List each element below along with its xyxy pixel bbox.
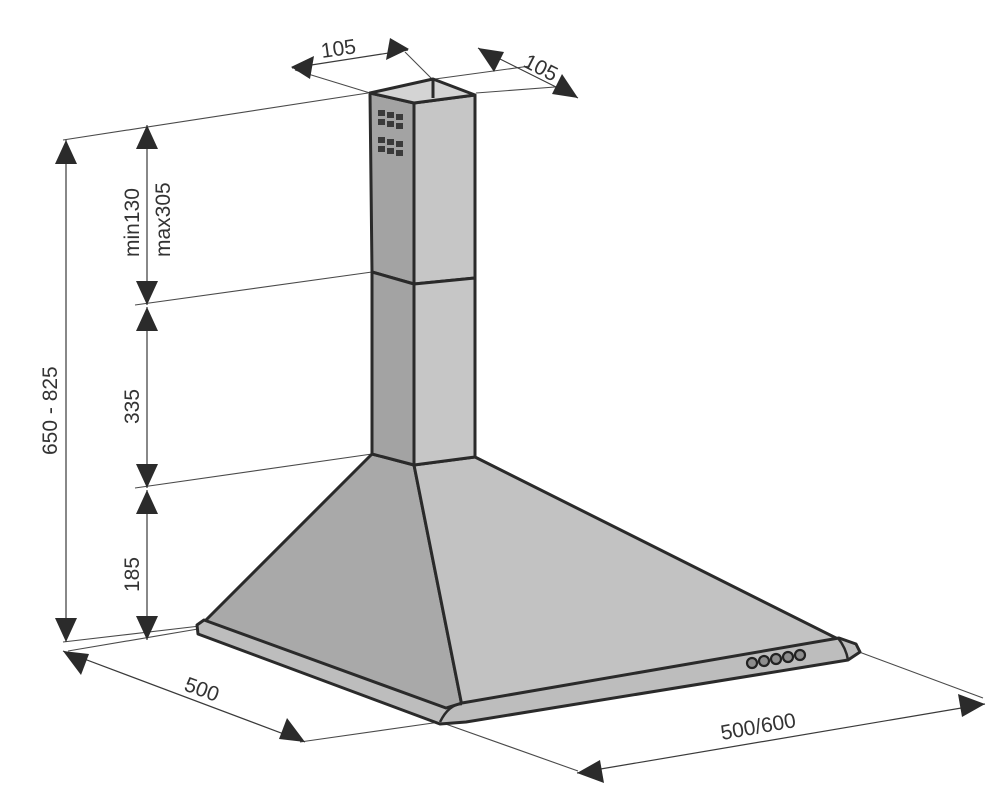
control-buttons <box>745 648 807 670</box>
extension-lines <box>62 51 984 772</box>
range-hood <box>195 77 862 726</box>
depth-label: 500 <box>181 673 222 707</box>
hood-rim-corner <box>438 702 463 723</box>
control-button-5 <box>793 648 807 662</box>
dimension-lines <box>55 38 986 783</box>
duct-fixed-label: 335 <box>121 389 144 424</box>
upper-duct-side <box>412 93 477 286</box>
duct-max-label: max305 <box>152 182 175 257</box>
control-button-2 <box>757 654 771 668</box>
lower-duct-side <box>412 276 477 467</box>
control-button-1 <box>745 656 759 670</box>
hood-rim <box>195 618 862 726</box>
upper-duct-top <box>368 77 477 105</box>
width-label: 500/600 <box>719 709 798 745</box>
total-height-label: 650 - 825 <box>39 366 62 455</box>
vent-grille-icon <box>378 110 403 156</box>
hood-rim-corner-right <box>837 637 850 661</box>
lower-duct-front <box>370 270 416 467</box>
duct-min-label: min130 <box>121 188 144 257</box>
control-button-4 <box>781 650 795 664</box>
duct-width-front-label: 105 <box>319 35 357 63</box>
hood-height-label: 185 <box>121 557 144 592</box>
control-button-3 <box>769 652 783 666</box>
duct-width-side-label: 105 <box>520 50 562 86</box>
